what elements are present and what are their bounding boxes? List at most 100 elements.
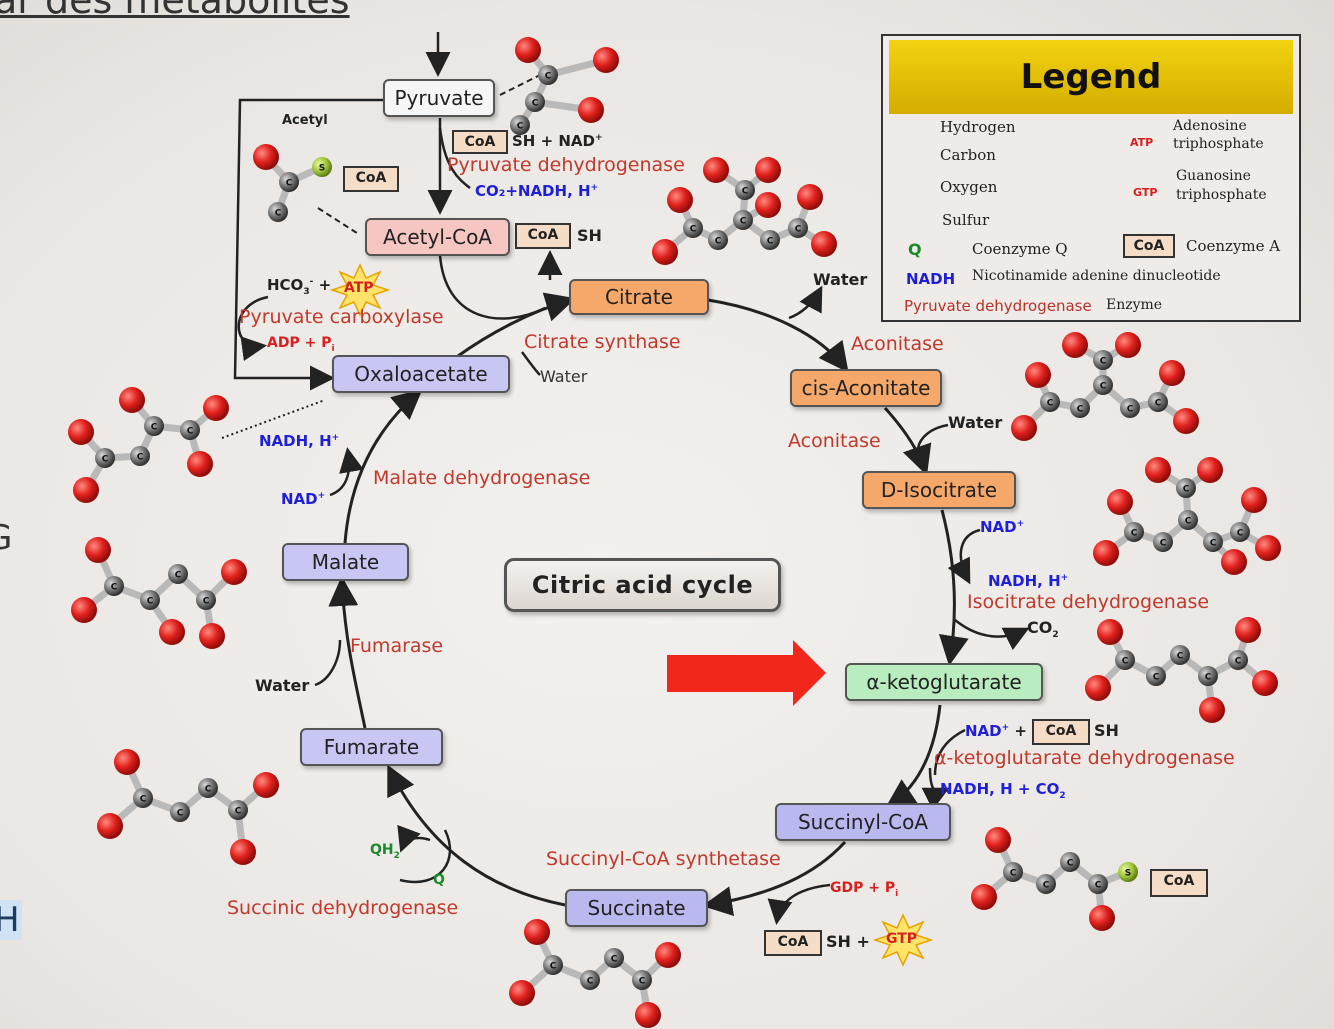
oxygen-atom <box>1221 549 1247 575</box>
oxygen-atom <box>652 239 678 265</box>
page-title: ar des métabolites <box>0 0 350 22</box>
acetyl-coa-box: Acetyl-CoA <box>365 218 510 256</box>
carbon-atom <box>268 202 288 222</box>
carbon-atom <box>788 218 808 238</box>
legend-nadh-symbol: NADH <box>906 270 956 288</box>
enzyme-succinyl-coa-synthetase: Succinyl-CoA synthetase <box>546 848 781 870</box>
carbon-atom <box>168 564 188 584</box>
carbon-atom-label: C <box>1185 517 1192 527</box>
oxygen-atom <box>524 919 550 945</box>
oxygen-atom <box>593 47 619 73</box>
carbon-atom-label: C <box>715 237 722 247</box>
oxygen-atom <box>755 192 781 218</box>
carbon-atom-label: C <box>1047 399 1054 409</box>
q-label: Q <box>433 872 445 888</box>
sulfur-atom <box>312 157 332 177</box>
legend-hydrogen: Hydrogen <box>940 118 1016 136</box>
carbon-atom-label: C <box>1183 485 1190 495</box>
pyruvate-box: Pyruvate <box>383 79 495 117</box>
carbon-atom <box>198 778 218 798</box>
acetyl-label: Acetyl <box>282 113 328 128</box>
carbon-atom <box>228 800 248 820</box>
carbon-atom-label: C <box>235 807 242 817</box>
oxygen-atom <box>1173 408 1199 434</box>
water-fumarase: Water <box>255 676 310 695</box>
carbon-atom-label: C <box>1155 399 1162 409</box>
coa-box-acetyl-coa: CoA <box>515 223 571 249</box>
acetyl-molecule: CCS <box>253 144 332 222</box>
oxygen-atom <box>655 942 681 968</box>
carbon-atom-label: C <box>1100 357 1107 367</box>
legend-atp-line2: triphosphate <box>1173 136 1264 152</box>
carbon-atom-label: C <box>177 809 184 819</box>
oxygen-atom <box>1025 362 1051 388</box>
nadh-isocitrate: NADH, H+ <box>988 572 1069 590</box>
atp-label: ATP <box>344 280 374 296</box>
oxygen-atom <box>1145 457 1171 483</box>
fumarate-box: Fumarate <box>300 728 443 766</box>
enzyme-citrate-synthase: Citrate synthase <box>524 331 681 353</box>
carbon-atom <box>1170 645 1190 665</box>
nadh-co2-akg: NADH, H + CO2 <box>940 780 1066 801</box>
carbon-atom-label: C <box>286 179 293 189</box>
carbon-atom <box>180 420 200 440</box>
oxygen-atom <box>509 980 535 1006</box>
carbon-atom-label: C <box>550 962 557 972</box>
nad-akg: NAD+ + <box>965 722 1027 740</box>
oxygen-atom <box>797 184 823 210</box>
legend-atp-line1: Adenosine <box>1173 118 1247 134</box>
carbon-atom <box>1120 398 1140 418</box>
carbon-atom <box>133 788 153 808</box>
oxygen-atom <box>985 827 1011 853</box>
carbon-atom-label: C <box>205 785 212 795</box>
carbon-atom-label: C <box>1131 529 1138 539</box>
carbon-atom-label: C <box>1237 529 1244 539</box>
edge-letter-bottom: H <box>0 900 22 940</box>
co2-nadh-h: CO₂+NADH, H+ <box>475 182 599 200</box>
highlight-arrow-icon <box>667 640 826 706</box>
oxygen-atom <box>159 619 185 645</box>
legend-gtp-text: GTP <box>1133 186 1158 199</box>
edge-letter-left: G <box>0 518 12 558</box>
carbon-atom-label: C <box>1210 539 1217 549</box>
carbon-atom <box>733 210 753 230</box>
enzyme-pyruvate-carboxylase: Pyruvate carboxylase <box>239 306 444 328</box>
carbon-atom <box>1178 510 1198 530</box>
carbon-atom <box>760 230 780 250</box>
succinate-box: Succinate <box>565 889 708 927</box>
enzyme-aconitase-1: Aconitase <box>851 333 944 355</box>
cycle-arrows <box>328 292 969 916</box>
carbon-atom-label: C <box>203 597 210 607</box>
enzyme-isocitrate-dehydrogenase: Isocitrate dehydrogenase <box>967 591 1210 613</box>
alpha-ketoglutarate-box: α-ketoglutarate <box>845 663 1043 701</box>
oxygen-atom <box>1241 487 1267 513</box>
sh-plus-nad: SH + NAD+ <box>512 132 603 150</box>
carbon-atom <box>632 970 652 990</box>
carbon-atom-label: C <box>639 977 646 987</box>
carbon-atom-label: C <box>147 597 154 607</box>
carbon-atom-label: C <box>1122 657 1129 667</box>
carbon-atom <box>1146 666 1166 686</box>
carbon-atom-label: C <box>1067 859 1074 869</box>
oxygen-atom <box>1062 332 1088 358</box>
carbon-atom <box>1124 522 1144 542</box>
oxygen-atom <box>1199 697 1225 723</box>
carbon-atom <box>196 590 216 610</box>
coa-box-akg: CoA <box>1032 719 1090 745</box>
carbon-atom <box>95 448 115 468</box>
legend-carbon: Carbon <box>940 146 996 164</box>
oxygen-atom <box>971 884 997 910</box>
coa-box-succinyl-model: CoA <box>1150 869 1208 897</box>
coa-box-acetyl-model: CoA <box>343 166 399 192</box>
carbon-atom-label: C <box>1177 652 1184 662</box>
carbon-atom <box>1070 398 1090 418</box>
legend-panel: Legend <box>881 34 1301 322</box>
sulfur-atom <box>1118 862 1138 882</box>
carbon-atom <box>1093 350 1113 370</box>
nad-malate: NAD+ <box>281 490 326 508</box>
